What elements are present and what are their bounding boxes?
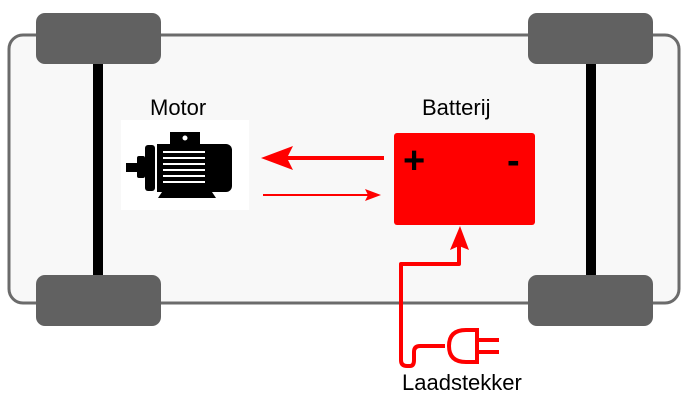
- arrow-motor-to-battery: [263, 189, 381, 201]
- wheel-front-left: [36, 13, 161, 64]
- front-axle: [93, 60, 103, 280]
- motor-icon: [121, 120, 249, 210]
- rear-axle: [586, 60, 596, 280]
- plug-icon: [446, 328, 499, 364]
- battery-positive-terminal: +: [403, 140, 426, 182]
- motor-label: Motor: [150, 95, 207, 120]
- arrow-battery-to-motor: [261, 146, 384, 170]
- charger-label: Laadstekker: [402, 370, 522, 395]
- car-chassis: [7, 33, 681, 305]
- battery-label: Batterij: [422, 95, 491, 120]
- wheel-rear-left: [528, 13, 653, 64]
- wheel-rear-right: [528, 275, 653, 326]
- battery-body: [394, 133, 535, 225]
- charging-cable: [399, 226, 469, 368]
- battery-negative-terminal: -: [507, 140, 520, 182]
- wheel-front-right: [36, 275, 161, 326]
